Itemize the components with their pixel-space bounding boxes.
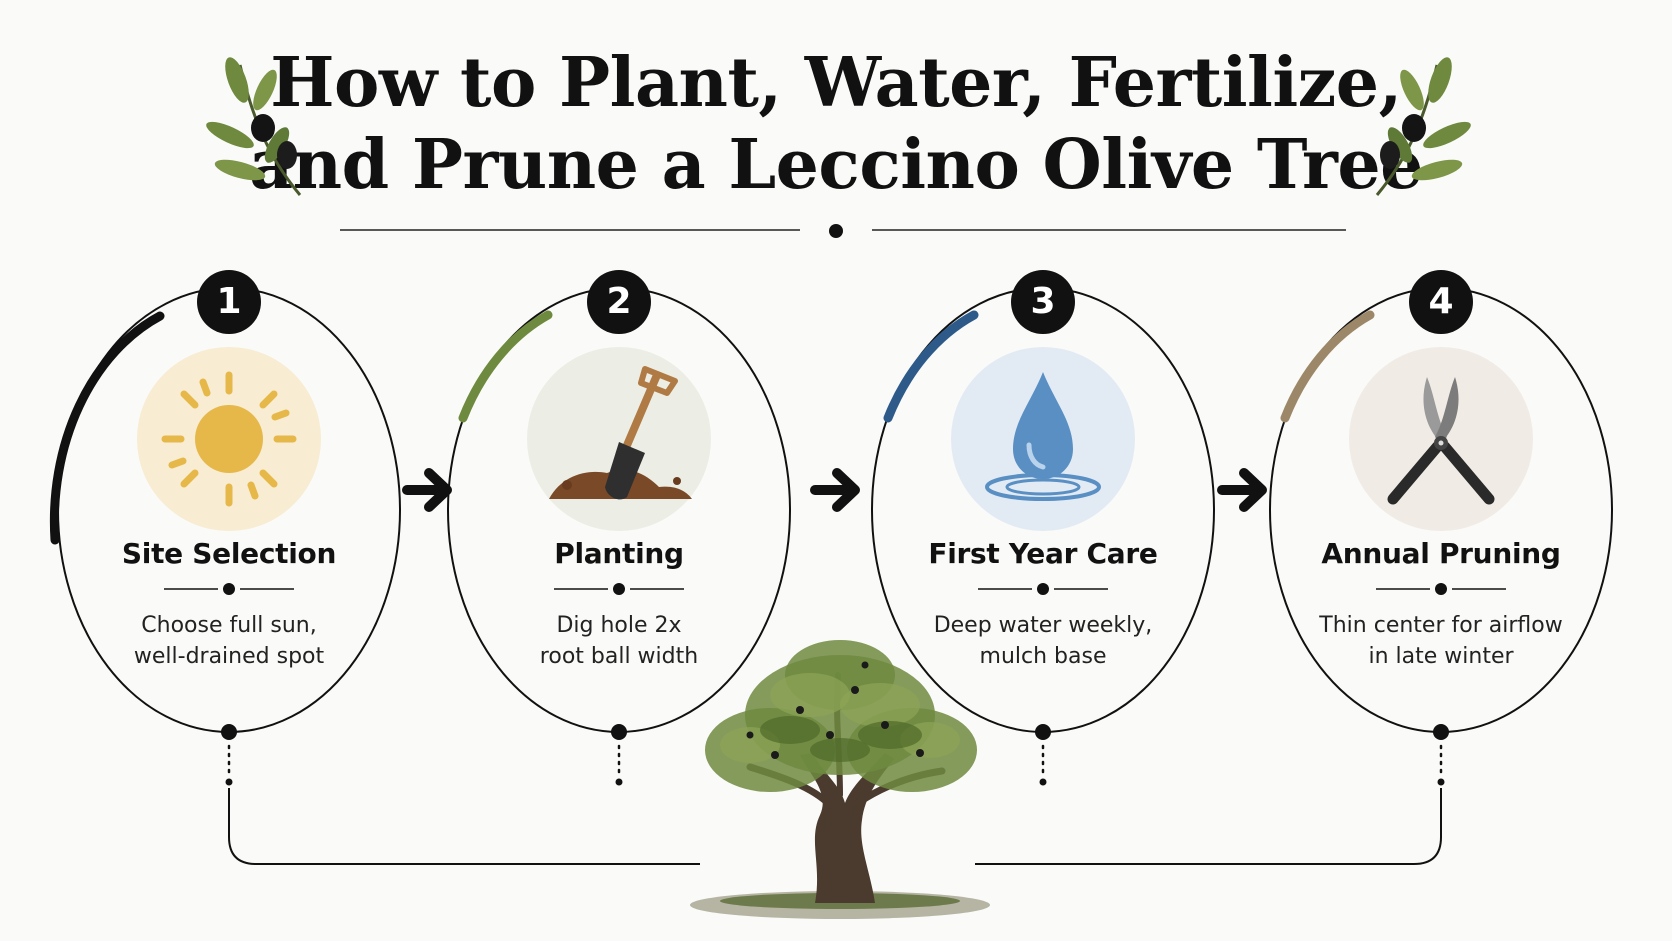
step-1-desc-line-1: Choose full sun, — [141, 613, 317, 638]
step-2-desc-line-2: root ball width — [539, 644, 699, 669]
step-2-number-badge: 2 — [587, 270, 651, 334]
step-1-desc-line-2: well-drained spot — [133, 644, 325, 669]
water-drop-icon — [985, 372, 1101, 501]
connector-left — [228, 788, 700, 865]
page-title: How to Plant, Water, Fertilize, and Prun… — [0, 42, 1672, 206]
step-1-number-badge: 1 — [197, 270, 261, 334]
step-3-number-badge: 3 — [1011, 270, 1075, 334]
step-2-desc-line-1: Dig hole 2x — [556, 613, 682, 638]
divider-dot — [829, 224, 843, 238]
step-3-title: First Year Care — [928, 537, 1158, 570]
pruning-shears-icon — [1387, 377, 1495, 505]
arrow-1-2 — [402, 468, 452, 512]
step-4-title: Annual Pruning — [1321, 537, 1561, 570]
olive-branch-right-icon — [1362, 50, 1472, 200]
olive-branch-left-icon — [205, 50, 315, 200]
title-line-2: and Prune a Leccino Olive Tree — [249, 125, 1423, 205]
step-4-desc-line-1: Thin center for airflow — [1319, 613, 1563, 638]
bottom-dots — [221, 724, 1449, 786]
step-3-accent-arc — [883, 310, 979, 423]
step-1-accent-arc — [49, 311, 165, 545]
sun-icon — [161, 371, 297, 507]
arrow-2-3 — [810, 468, 860, 512]
step-4-icon-circle — [1349, 347, 1533, 531]
step-4-desc-line-2: in late winter — [1368, 644, 1514, 669]
step-4-description: Thin center for airflow in late winter — [1291, 610, 1591, 672]
step-1-icon-circle — [137, 347, 321, 531]
step-1-description: Choose full sun, well-drained spot — [79, 610, 379, 672]
step-3-icon-circle — [951, 347, 1135, 531]
step-4-number-badge: 4 — [1409, 270, 1473, 334]
step-2-icon-circle — [527, 347, 711, 531]
step-2-description: Dig hole 2x root ball width — [469, 610, 769, 672]
connector-right — [975, 788, 1442, 865]
step-1-title: Site Selection — [121, 537, 337, 570]
step-4-accent-arc — [1280, 310, 1375, 423]
step-2-title: Planting — [554, 537, 684, 570]
arrow-3-4 — [1217, 468, 1267, 512]
step-3-description: Deep water weekly, mulch base — [893, 610, 1193, 672]
step-2-accent-arc — [458, 310, 553, 423]
dotted-drop-lines — [227, 744, 1443, 777]
shovel-icon — [549, 366, 692, 500]
step-3-desc-line-1: Deep water weekly, — [933, 613, 1153, 638]
step-divider-dots — [223, 583, 1447, 595]
title-line-1: How to Plant, Water, Fertilize, — [270, 43, 1402, 123]
olive-tree-icon — [690, 640, 990, 919]
step-3-desc-line-2: mulch base — [979, 644, 1107, 669]
